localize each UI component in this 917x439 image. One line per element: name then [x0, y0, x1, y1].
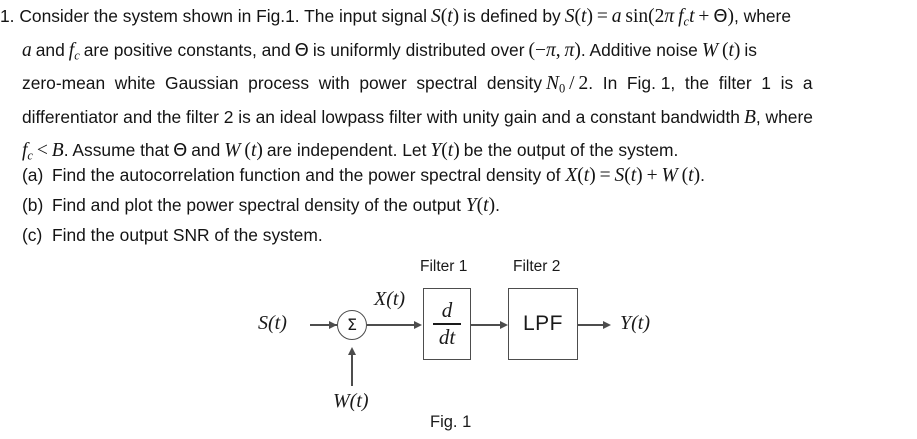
problem-line-3: zero-mean white Gaussian process with po… — [22, 73, 813, 96]
filter1-box: d dt — [423, 288, 471, 360]
math-theta-2: Θ — [173, 140, 188, 161]
math-Y-of-t: Y — [430, 140, 442, 161]
arrow-summer-to-filter1 — [414, 320, 422, 329]
summer-symbol: Σ — [346, 314, 358, 334]
diagram-output-label: Y(t) — [620, 312, 650, 334]
math-S-of-t: S — [430, 6, 441, 27]
arrow-filter1-to-filter2 — [500, 320, 508, 329]
filter1-caption: Filter 1 — [420, 258, 468, 275]
math-W-of-t: W — [701, 39, 719, 61]
math-N0-over-2: N — [546, 73, 560, 94]
arrow-noise-to-summer — [347, 347, 356, 355]
math-fc-lt-B: f — [22, 140, 28, 161]
wire-noise-to-summer — [351, 354, 353, 386]
math-Y-out: Y — [465, 195, 477, 216]
diagram-noise-label: W(t) — [333, 390, 369, 412]
math-theta: Θ — [294, 39, 309, 61]
subitem-b-period: . — [495, 195, 500, 215]
subitem-b-tag: (b) — [22, 195, 44, 215]
math-theta-range: (− — [528, 39, 546, 61]
lpf-label: LPF — [522, 312, 563, 335]
subitem-c-text: Find the output SNR of the system. — [52, 225, 323, 245]
figure-caption: Fig. 1 — [430, 413, 472, 431]
problem-statement: 1. Consider the system shown in Fig.1. T… — [0, 0, 917, 168]
diagram-mid-label: X(t) — [374, 288, 406, 310]
problem-line-1-text: 1. Consider the system shown in Fig.1. T… — [0, 6, 427, 26]
math-signal-definition: S — [564, 6, 575, 27]
subitem-b-text: Find and plot the power spectral density… — [52, 195, 466, 215]
math-amplitude-a: a — [22, 39, 32, 61]
problem-line-4: differentiator and the filter 2 is an id… — [22, 106, 813, 128]
subitem-a: (a) Find the autocorrelation function and… — [0, 160, 917, 190]
subitem-a-period: . — [700, 165, 705, 185]
math-fc: f — [68, 39, 75, 61]
math-bandwidth-B: B — [743, 106, 756, 128]
subitem-a-text: Find the autocorrelation function and th… — [52, 165, 566, 185]
problem-line-1: 1. Consider the system shown in Fig.1. T… — [0, 6, 792, 29]
math-W-of-t-2: W — [224, 140, 241, 161]
wire-filter2-to-output — [578, 324, 606, 326]
math-X-equals: X — [565, 165, 578, 186]
block-diagram: S(t) Σ W(t) X(t) Filter 1 d dt Filter 2 … — [0, 250, 917, 439]
problem-line-1-text-b: is defined by — [463, 6, 561, 26]
subitem-c: (c) Find the output SNR of the system. — [0, 220, 917, 250]
subitem-b: (b) Find and plot the power spectral dens… — [0, 190, 917, 220]
arrow-input-to-summer — [329, 320, 337, 329]
derivative-fraction: d dt — [432, 297, 462, 349]
wire-filter1-to-filter2 — [471, 324, 503, 326]
problem-subitems: (a) Find the autocorrelation function and… — [0, 160, 917, 250]
filter2-box: LPF — [508, 288, 578, 360]
fraction-numerator: d — [441, 297, 453, 322]
diagram-input-label: S(t) — [258, 312, 287, 334]
arrow-filter2-to-output — [603, 320, 611, 329]
wire-input-to-summer — [310, 324, 337, 326]
wire-summer-to-filter1 — [367, 324, 417, 326]
subitem-c-tag: (c) — [22, 225, 43, 245]
summer-node: Σ — [337, 310, 367, 340]
filter2-caption: Filter 2 — [513, 258, 561, 275]
fraction-bar — [432, 323, 462, 325]
fraction-denominator: dt — [438, 324, 456, 349]
subitem-a-tag: (a) — [22, 165, 44, 185]
